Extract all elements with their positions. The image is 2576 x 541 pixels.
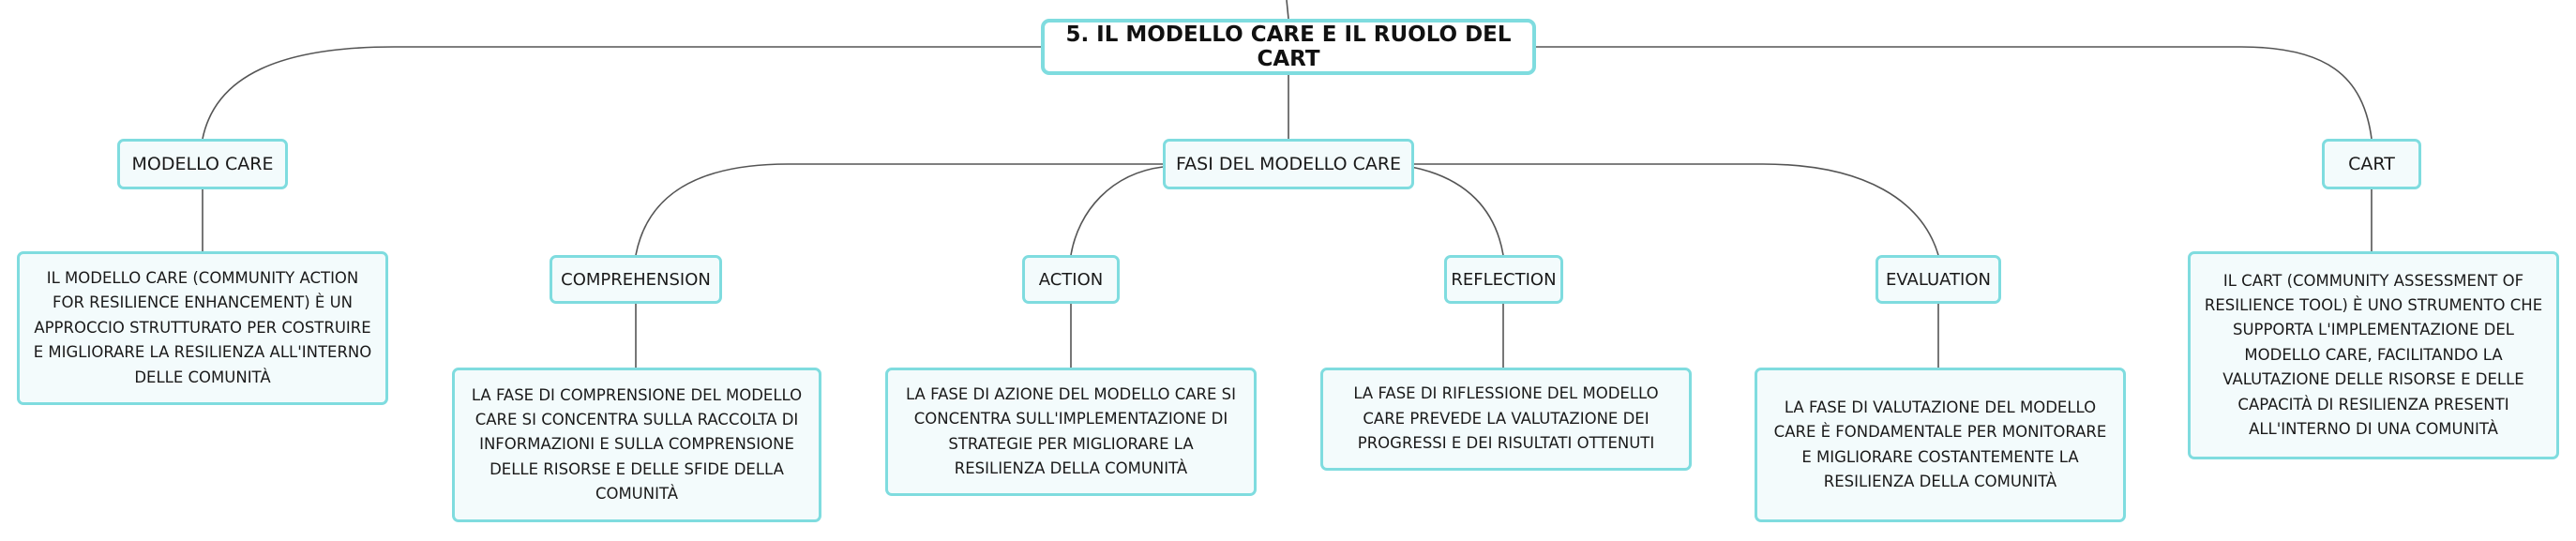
topic-label: FASI DEL MODELLO CARE [1175,154,1402,174]
phase-reflection[interactable]: REFLECTION [1444,255,1563,304]
connector-root-modello [202,46,1041,140]
connector-fasi-evaluation [1411,163,1939,256]
note-modello-care[interactable]: IL MODELLO CARE (COMMUNITY ACTION FOR RE… [17,251,388,405]
phase-evaluation[interactable]: EVALUATION [1876,255,2001,304]
phase-comprehension[interactable]: COMPREHENSION [550,255,722,304]
note-comprehension[interactable]: LA FASE DI COMPRENSIONE DEL MODELLO CARE… [452,368,821,522]
note-text: IL MODELLO CARE (COMMUNITY ACTION FOR RE… [33,269,372,386]
note-action[interactable]: LA FASE DI AZIONE DEL MODELLO CARE SI CO… [885,368,1257,496]
note-text: IL CART (COMMUNITY ASSESSMENT OF RESILIE… [2204,271,2543,438]
root-node[interactable]: 5. IL MODELLO CARE E IL RUOLO DEL CART [1041,19,1536,75]
connector-fasi-reflection [1410,166,1504,256]
note-text: LA FASE DI VALUTAZIONE DEL MODELLO CARE … [1773,398,2107,490]
phase-action[interactable]: ACTION [1022,255,1120,304]
note-text: LA FASE DI COMPRENSIONE DEL MODELLO CARE… [471,385,803,503]
connector-parent [1286,0,1289,20]
topic-modello-care[interactable]: MODELLO CARE [117,139,288,189]
topic-label: CART [2348,154,2395,174]
note-cart[interactable]: IL CART (COMMUNITY ASSESSMENT OF RESILIE… [2188,251,2559,459]
topic-label: MODELLO CARE [131,154,274,174]
note-reflection[interactable]: LA FASE DI RIFLESSIONE DEL MODELLO CARE … [1320,368,1692,471]
phase-label: EVALUATION [1885,269,1991,290]
phase-label: COMPREHENSION [561,269,711,290]
note-text: LA FASE DI AZIONE DEL MODELLO CARE SI CO… [905,384,1237,477]
phase-label: REFLECTION [1451,269,1557,290]
note-evaluation[interactable]: LA FASE DI VALUTAZIONE DEL MODELLO CARE … [1755,368,2126,522]
connector-fasi-action [1070,166,1164,256]
topic-fasi-modello-care[interactable]: FASI DEL MODELLO CARE [1163,139,1414,189]
connector-root-cart [1536,46,2373,140]
connector-fasi-comprehension [635,163,1163,256]
phase-label: ACTION [1038,269,1104,290]
root-title: 5. IL MODELLO CARE E IL RUOLO DEL CART [1065,23,1512,71]
note-text: LA FASE DI RIFLESSIONE DEL MODELLO CARE … [1353,384,1659,453]
topic-cart[interactable]: CART [2322,139,2421,189]
